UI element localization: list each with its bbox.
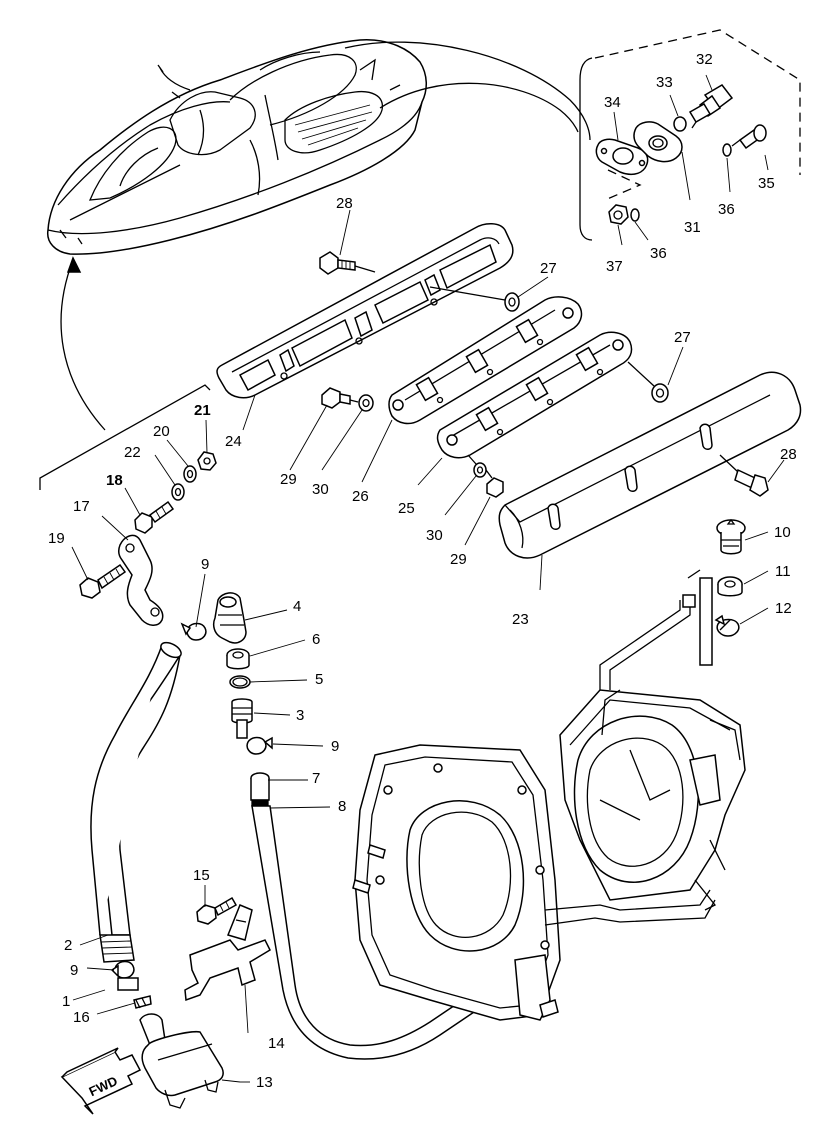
label-part-4: 4	[293, 598, 301, 615]
label-part-7: 7	[312, 770, 320, 787]
bracket-17	[117, 534, 164, 626]
washer-27-lower	[627, 361, 669, 403]
screw-15	[196, 896, 238, 925]
nipple-3	[231, 698, 253, 739]
ride-plate	[352, 744, 716, 1021]
bracket-14	[184, 904, 271, 1002]
bolt-19	[79, 563, 127, 599]
bolt-29-right	[485, 469, 504, 498]
label-part-9-middle: 9	[331, 738, 339, 755]
jet-pump-housing	[559, 594, 746, 911]
bolt-18	[134, 500, 175, 534]
nut-21	[197, 451, 217, 471]
label-part-2: 2	[64, 937, 72, 954]
label-part-5: 5	[315, 671, 323, 688]
label-part-6: 6	[312, 631, 320, 648]
label-part-28-upper: 28	[336, 195, 353, 212]
hose-2	[90, 641, 182, 963]
o-ring-5	[229, 675, 251, 689]
filter-13	[139, 1013, 241, 1109]
clamp-9-lower	[110, 960, 135, 979]
label-part-36-left: 36	[650, 245, 667, 262]
bolt-28-upper	[319, 251, 376, 275]
label-part-29-left: 29	[280, 471, 297, 488]
ring-11	[717, 576, 743, 597]
label-part-36-right: 36	[718, 201, 735, 218]
hose-upper-right-line	[687, 569, 701, 579]
nut-6	[226, 648, 250, 670]
label-part-8: 8	[338, 798, 346, 815]
label-part-33: 33	[656, 74, 673, 91]
label-part-35: 35	[758, 175, 775, 192]
label-part-25: 25	[398, 500, 415, 517]
leader-arrows	[60, 41, 591, 431]
rail-26	[388, 296, 583, 425]
label-part-28-lower: 28	[780, 446, 797, 463]
clamp-12	[714, 614, 740, 637]
clamp-9-middle	[246, 736, 273, 755]
bolt-29-left	[321, 387, 359, 409]
label-part-29-right: 29	[450, 551, 467, 568]
watercraft-illustration	[47, 39, 427, 255]
label-part-17: 17	[73, 498, 90, 515]
group-bracket-left	[39, 384, 211, 490]
label-part-3: 3	[296, 707, 304, 724]
label-part-24: 24	[225, 433, 242, 450]
label-part-9-lower: 9	[70, 962, 78, 979]
label-part-34: 34	[604, 94, 621, 111]
label-part-19: 19	[48, 530, 65, 547]
label-part-21: 21	[194, 402, 211, 419]
leader-lines	[71, 209, 785, 1083]
label-part-10: 10	[774, 524, 791, 541]
label-part-1: 1	[62, 993, 70, 1010]
bolt-28-lower	[719, 454, 769, 497]
part-number-labels: 1 2 3 4 5 6 7 8 9 9 9 10 11 12 13 14 15 …	[48, 51, 797, 1091]
label-part-30-right: 30	[426, 527, 443, 544]
label-part-9-upper: 9	[201, 556, 209, 573]
elbow-4	[212, 592, 247, 644]
sensor-detail-group	[579, 29, 801, 246]
clamp-9-upper	[180, 622, 207, 641]
cap-10	[716, 518, 746, 555]
label-part-11: 11	[775, 563, 791, 580]
label-part-37: 37	[606, 258, 623, 275]
label-part-26: 26	[352, 488, 369, 505]
washer-27-upper	[429, 286, 520, 312]
cover-plate-24	[216, 223, 514, 399]
label-part-18: 18	[106, 472, 123, 489]
label-part-16: 16	[73, 1009, 90, 1026]
clip-16	[133, 995, 152, 1009]
hose-upper-right	[699, 577, 713, 666]
fitting-1	[117, 977, 139, 991]
fwd-arrow: FWD	[60, 1047, 142, 1115]
label-part-27-lower: 27	[674, 329, 691, 346]
cover-23	[498, 371, 802, 559]
rail-25	[436, 331, 633, 459]
washer-30-left	[358, 394, 374, 412]
washer-22	[171, 483, 185, 501]
label-part-27-upper: 27	[540, 260, 557, 277]
label-part-14: 14	[268, 1035, 285, 1052]
label-part-31: 31	[684, 219, 701, 236]
label-part-12: 12	[775, 600, 792, 617]
label-part-15: 15	[193, 867, 210, 884]
washer-20	[183, 465, 197, 483]
label-part-23: 23	[512, 611, 529, 628]
label-part-32: 32	[696, 51, 713, 68]
label-part-30-left: 30	[312, 481, 329, 498]
label-part-20: 20	[153, 423, 170, 440]
label-part-22: 22	[124, 444, 141, 461]
washer-30-right	[467, 454, 487, 478]
label-part-13: 13	[256, 1074, 273, 1091]
